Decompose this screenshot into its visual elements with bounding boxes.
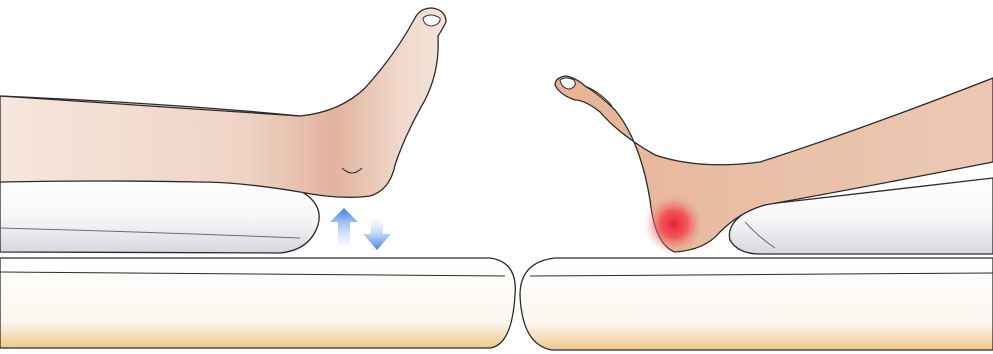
left-leg (0, 8, 446, 197)
left-pillow (0, 177, 319, 253)
down-arrow-icon (363, 220, 391, 250)
up-arrow-icon (330, 208, 358, 246)
heel-pressure-spot (644, 194, 704, 254)
left-mattress (0, 258, 515, 348)
right-mattress (520, 258, 993, 350)
